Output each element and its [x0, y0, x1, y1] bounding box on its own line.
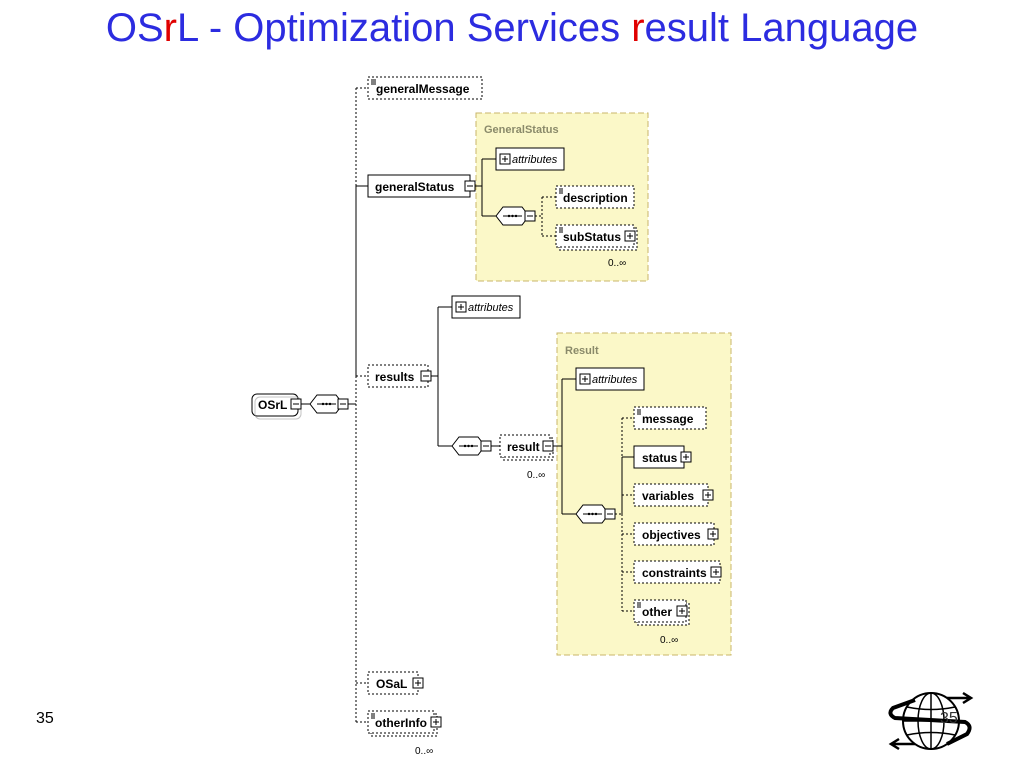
osrl-root-label: OSrL: [258, 398, 287, 412]
description-label: description: [563, 191, 628, 205]
results-collapse-icon[interactable]: [420, 370, 432, 382]
variables-expand-icon[interactable]: [702, 489, 714, 501]
variables-node[interactable]: variables: [633, 483, 709, 507]
general-status-label: generalStatus: [375, 180, 455, 194]
result-sequence-icon: [575, 504, 610, 524]
title-part-middle: L - Optimization Services: [177, 6, 632, 50]
results-sequence-collapse-icon[interactable]: [480, 440, 492, 452]
other-info-cardinality: 0..∞: [415, 746, 433, 757]
results-sequence-icon: [451, 436, 486, 456]
general-status-sequence-collapse-icon[interactable]: [524, 210, 536, 222]
root-sequence-icon: [309, 394, 344, 414]
general-status-node[interactable]: generalStatus: [367, 174, 471, 198]
result-node[interactable]: result: [499, 434, 554, 461]
other-cardinality: 0..∞: [660, 635, 678, 646]
sub-status-label: subStatus: [563, 230, 621, 244]
title-part-r1: r: [163, 6, 177, 50]
results-node[interactable]: results: [367, 364, 429, 388]
result-attributes-label: attributes: [592, 374, 638, 386]
other-info-node[interactable]: otherInfo: [367, 710, 438, 737]
other-expand-icon[interactable]: [676, 605, 688, 617]
root-sequence-collapse-icon[interactable]: [337, 398, 349, 410]
general-status-group-title: GeneralStatus: [484, 124, 559, 136]
result-group-title: Result: [565, 345, 599, 357]
slide-title: OSrL - Optimization Services result Lang…: [0, 6, 1024, 51]
result-attributes-node[interactable]: attributes: [575, 367, 645, 391]
other-info-expand-icon[interactable]: [430, 716, 442, 728]
result-cardinality: 0..∞: [527, 470, 545, 481]
other-info-label: otherInfo: [375, 716, 427, 730]
results-attributes-node[interactable]: attributes: [451, 295, 521, 319]
status-node[interactable]: status: [633, 445, 685, 469]
variables-label: variables: [642, 489, 694, 503]
general-message-label: generalMessage: [376, 82, 470, 96]
general-message-node[interactable]: generalMessage: [367, 76, 483, 100]
os-globe-logo: [888, 691, 974, 751]
result-collapse-icon[interactable]: [542, 440, 554, 452]
status-label: status: [642, 451, 678, 465]
general-status-attributes-node[interactable]: attributes: [495, 147, 565, 171]
title-part-os: OS: [105, 6, 164, 50]
results-attributes-label: attributes: [468, 302, 514, 314]
result-sequence-collapse-icon[interactable]: [604, 508, 616, 520]
osal-node[interactable]: OSaL: [367, 671, 419, 695]
objectives-node[interactable]: objectives: [633, 522, 715, 546]
sub-status-cardinality: 0..∞: [608, 258, 626, 269]
objectives-expand-icon[interactable]: [707, 528, 719, 540]
status-expand-icon[interactable]: [680, 451, 692, 463]
other-label: other: [642, 605, 672, 619]
title-part-r2: r: [631, 6, 645, 50]
general-status-collapse-icon[interactable]: [464, 180, 476, 192]
description-node[interactable]: description: [555, 185, 635, 209]
objectives-label: objectives: [642, 528, 701, 542]
sub-status-node[interactable]: subStatus: [555, 224, 638, 251]
other-node[interactable]: other: [633, 599, 690, 626]
title-part-end: esult Language: [644, 6, 919, 50]
sub-status-expand-icon[interactable]: [624, 230, 636, 242]
osal-expand-icon[interactable]: [412, 677, 424, 689]
slide-number-right: 35: [940, 710, 958, 727]
results-label: results: [375, 370, 415, 384]
constraints-expand-icon[interactable]: [710, 566, 722, 578]
constraints-node[interactable]: constraints: [633, 560, 721, 584]
osrl-collapse-icon[interactable]: [290, 398, 302, 410]
osal-label: OSaL: [376, 677, 407, 691]
result-label: result: [507, 440, 540, 454]
constraints-label: constraints: [642, 566, 707, 580]
general-status-attributes-label: attributes: [512, 154, 558, 166]
message-node[interactable]: message: [633, 406, 707, 430]
general-status-sequence-icon: [495, 206, 530, 226]
message-label: message: [642, 412, 694, 426]
osrl-root-node[interactable]: OSrL: [251, 393, 302, 420]
slide-number-left: 35: [36, 710, 54, 727]
